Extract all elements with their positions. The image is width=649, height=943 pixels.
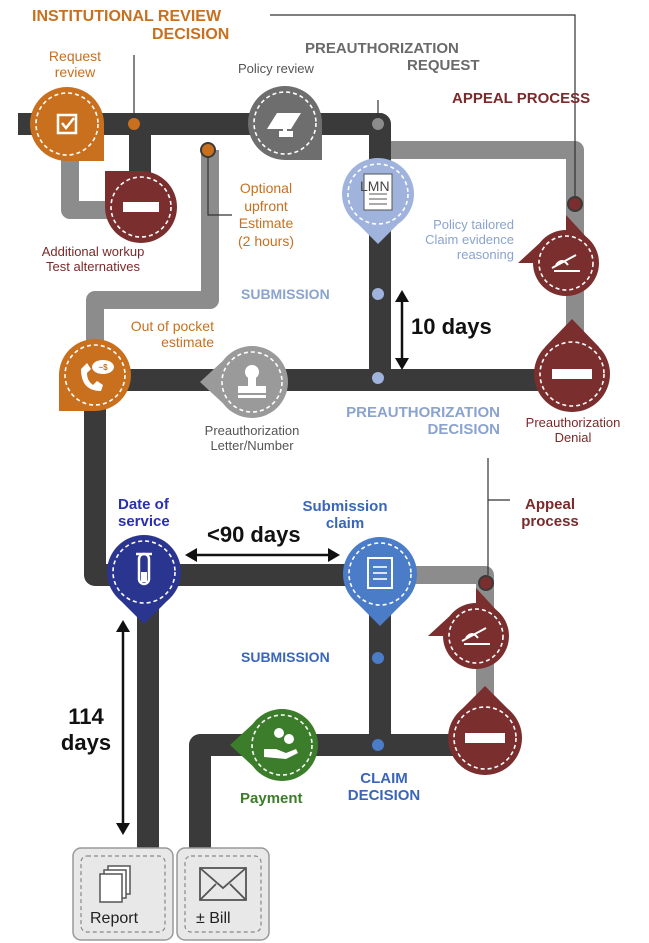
pin-claim-denial <box>448 686 522 775</box>
checkbox-icon <box>56 113 78 135</box>
bill-box <box>176 847 270 941</box>
label-114-days: 114 days <box>60 704 112 756</box>
document-icon <box>363 173 393 211</box>
label-out-of-pocket: Out of pocket estimate <box>130 318 214 351</box>
envelope-icon <box>199 867 247 901</box>
node-submission-top <box>370 286 386 302</box>
label-request-review: Request review <box>48 48 102 81</box>
node-preauth-decision <box>370 370 386 386</box>
label-preauth-letter: Preauthorization Letter/Number <box>204 423 300 453</box>
node-appeal-mid <box>478 575 494 591</box>
arrow-114-days <box>116 620 130 835</box>
label-submission-top: SUBMISSION <box>241 286 330 302</box>
node-submission-bottom <box>370 650 386 666</box>
money-hand-icon <box>264 728 298 759</box>
label-preauth-request: PREAUTHORIZATION REQUEST <box>305 40 480 75</box>
pin-additional-workup <box>105 171 177 243</box>
label-report: Report <box>90 910 139 927</box>
arrow-10-days <box>395 290 409 370</box>
road-nodes <box>126 116 583 753</box>
signature-icon <box>551 254 580 272</box>
report-stack-icon <box>99 865 131 903</box>
pin-out-of-pocket: ~$ <box>59 339 131 411</box>
svg-text:~$: ~$ <box>98 363 108 372</box>
phone-icon: ~$ <box>81 360 114 391</box>
label-institutional-review: INSTITUTIONAL REVIEW DECISION <box>32 8 230 44</box>
label-10-days: 10 days <box>411 314 492 339</box>
arrow-90-days <box>185 548 340 562</box>
connector-lines <box>133 14 576 575</box>
label-policy-tailored: Policy tailored Claim evidence reasoning <box>425 217 514 262</box>
no-entry-icon <box>123 202 159 212</box>
pin-preauth-letter <box>200 346 288 418</box>
node-institutional <box>126 116 142 132</box>
stamp-icon <box>238 365 266 398</box>
pin-submission-claim <box>343 537 417 626</box>
pin-request-review <box>30 87 104 161</box>
label-date-of-service: Date of service <box>118 496 170 531</box>
label-appeal-process-mid: Appeal process <box>521 496 579 531</box>
pin-date-of-service <box>107 535 181 624</box>
pin-appeal-top <box>518 215 599 296</box>
label-90-days: <90 days <box>207 522 301 547</box>
label-submission-claim: Submission claim <box>302 498 388 533</box>
label-policy-review: Policy review <box>238 61 314 76</box>
document-icon <box>367 557 393 589</box>
pin-appeal-mid <box>428 588 509 669</box>
no-entry-icon <box>465 733 505 743</box>
label-submission-bottom: SUBMISSION <box>241 649 330 665</box>
label-additional-workup: Additional workup Test alternatives <box>41 244 145 274</box>
signature-icon <box>461 627 490 645</box>
node-appeal-top <box>567 196 583 212</box>
pin-payment <box>230 709 318 781</box>
test-tube-icon <box>136 552 152 586</box>
label-lmn: LMN <box>360 178 390 194</box>
label-appeal-process-top: APPEAL PROCESS <box>452 90 591 107</box>
label-preauth-denial: Preauthorization Denial <box>525 415 621 445</box>
gavel-icon <box>267 113 301 137</box>
node-optional-estimate <box>200 142 216 158</box>
report-box <box>72 847 174 941</box>
label-payment: Payment <box>240 790 303 807</box>
pin-preauth-denial <box>534 319 610 412</box>
label-optional-estimate: Optional upfront Estimate (2 hours) <box>237 180 295 249</box>
no-entry-icon <box>552 369 592 379</box>
pin-policy-review <box>248 86 322 160</box>
pin-lmn <box>342 158 414 244</box>
label-claim-decision: CLAIM DECISION <box>347 770 421 805</box>
node-claim-decision <box>370 737 386 753</box>
node-preauth-request <box>370 116 386 132</box>
label-bill: ± Bill <box>196 910 231 927</box>
label-preauth-decision: PREAUTHORIZATION DECISION <box>346 404 500 439</box>
